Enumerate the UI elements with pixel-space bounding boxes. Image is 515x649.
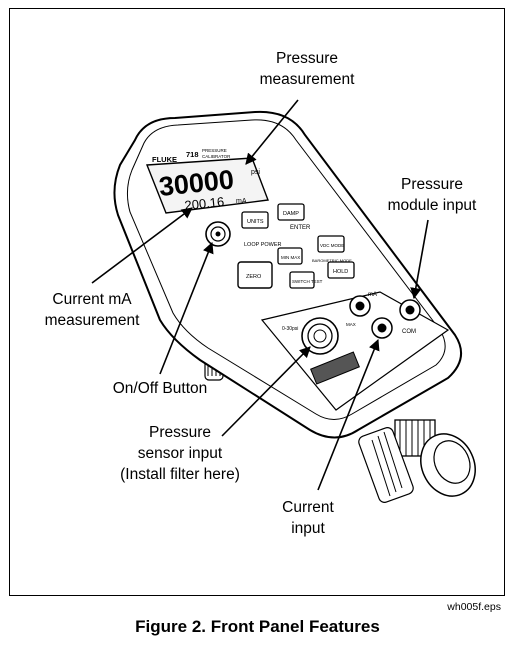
- spec-label-plate: [310, 351, 360, 385]
- svg-text:HOLD: HOLD: [333, 269, 348, 275]
- svg-text:ZERO: ZERO: [246, 274, 262, 280]
- ma-jack-label: mA: [368, 292, 377, 298]
- arrow-current-input: [317, 338, 380, 491]
- calibrator-bezel: [126, 119, 446, 420]
- com-jack-label: COM: [402, 329, 416, 335]
- arrow-on-off-button: [159, 241, 214, 375]
- hold-button[interactable]: HOLD: [327, 261, 355, 279]
- arrow-pressure-sensor: [221, 346, 311, 437]
- model-number: 718: [186, 150, 199, 159]
- pressure-module-jack[interactable]: [399, 299, 421, 321]
- device-subtitle-2: CALIBRATOR: [202, 154, 231, 159]
- arrow-pressure-module-input: [410, 219, 429, 300]
- figure-frame: [9, 8, 505, 596]
- label-pressure-module-input: Pressure module input: [387, 176, 477, 214]
- display-main-unit: psi: [251, 169, 260, 176]
- ma-jack[interactable]: [349, 295, 371, 317]
- zero-button[interactable]: ZERO: [237, 261, 273, 289]
- svg-text:SWITCH TEST: SWITCH TEST: [292, 279, 323, 284]
- display-secondary-unit: mA: [236, 198, 247, 205]
- side-knob-bottom: [358, 427, 414, 503]
- min-max-button[interactable]: MIN MAX: [277, 247, 303, 265]
- sensor-range-label: 0-30psi: [282, 326, 298, 332]
- svg-text:VDC MODE: VDC MODE: [320, 243, 344, 248]
- label-current-ma-measurement: Current mA measurement: [44, 291, 140, 329]
- vdc-mode-button[interactable]: VDC MODE: [317, 235, 345, 253]
- pressure-fitting: [394, 419, 476, 497]
- label-current-input: Current input: [282, 499, 334, 537]
- device-subtitle-1: PRESSURE: [202, 148, 227, 153]
- label-on-off-button: On/Off Button: [112, 380, 208, 397]
- units-button[interactable]: UNITS: [241, 211, 269, 229]
- loop-power-label: LOOP POWER: [244, 242, 282, 248]
- svg-text:DAMP: DAMP: [283, 211, 299, 217]
- figure-caption: Figure 2. Front Panel Features: [135, 617, 380, 636]
- damp-button[interactable]: DAMP: [277, 203, 305, 221]
- brand-logo: FLUKE: [152, 155, 177, 164]
- current-input-jack[interactable]: [371, 317, 393, 339]
- switch-test-button[interactable]: SWITCH TEST: [289, 271, 323, 289]
- display-window: FLUKE 718 PRESSURE CALIBRATOR 30000 psi …: [145, 148, 269, 214]
- file-label: wh005f.eps: [447, 601, 501, 613]
- svg-text:UNITS: UNITS: [247, 219, 264, 225]
- label-pressure-sensor-input: Pressure sensor input (Install filter he…: [120, 424, 240, 483]
- label-pressure-measurement: Pressure measurement: [259, 50, 355, 88]
- power-button[interactable]: [205, 221, 231, 247]
- arrow-current-ma: [91, 207, 193, 284]
- max-label: MAX: [346, 322, 356, 327]
- barometric-mode-label: BAROMETRIC MODE: [312, 258, 352, 263]
- svg-text:MIN MAX: MIN MAX: [281, 255, 300, 260]
- pressure-sensor-port[interactable]: [301, 317, 339, 355]
- enter-label: ENTER: [290, 225, 311, 231]
- display-secondary-value: 200.16: [184, 194, 225, 213]
- arrow-pressure-measurement: [245, 99, 299, 165]
